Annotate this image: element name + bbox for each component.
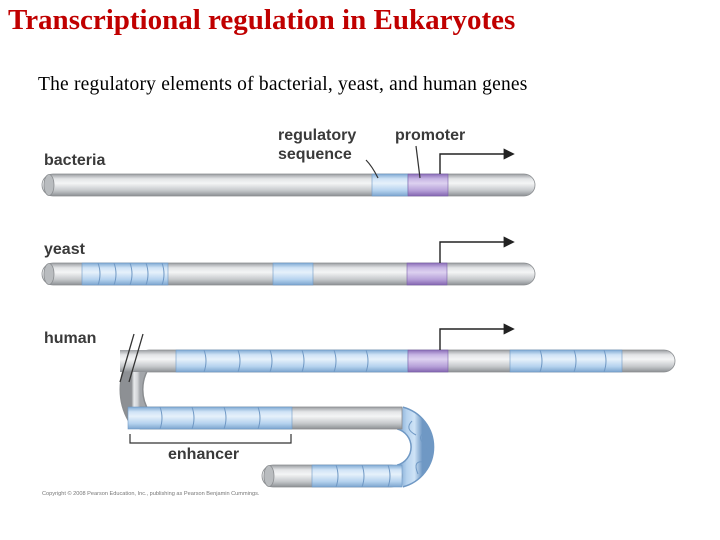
yeast-regulatory-cluster	[81, 262, 169, 286]
human-promoter	[407, 349, 449, 373]
yeast-gene-tube	[41, 262, 536, 286]
yeast-regulatory-sequence	[272, 262, 314, 286]
bacteria-transcription-arrow	[439, 148, 515, 174]
enhancer-label: enhancer	[168, 446, 239, 463]
page-title: Transcriptional regulation in Eukaryotes	[8, 4, 516, 36]
bacteria-promoter	[407, 173, 449, 197]
enhancer-bracket	[129, 434, 292, 444]
human-enhancer-segment	[127, 406, 293, 430]
human-transcription-arrow	[439, 323, 515, 350]
human-gene-tube	[119, 333, 676, 488]
yeast-transcription-arrow	[439, 236, 515, 263]
yeast-promoter	[406, 262, 448, 286]
page-subtitle: The regulatory elements of bacterial, ye…	[38, 74, 528, 95]
human-regulatory-cluster-1	[175, 349, 409, 373]
bacteria-gene-tube	[41, 173, 536, 197]
regulatory-sequence-label-line2: sequence	[278, 146, 352, 163]
human-label: human	[44, 330, 96, 347]
bacteria-label: bacteria	[44, 152, 105, 169]
sequence-break-marks	[119, 333, 144, 383]
yeast-label: yeast	[44, 241, 86, 258]
human-regulatory-cluster-3	[311, 464, 403, 488]
promoter-pointer-line	[415, 145, 421, 179]
regulatory-pointer-line	[365, 159, 379, 179]
human-regulatory-cluster-2	[509, 349, 623, 373]
regulatory-sequence-label-line1: regulatory	[278, 127, 356, 144]
copyright-notice: Copyright © 2008 Pearson Education, Inc.…	[42, 490, 260, 497]
promoter-label: promoter	[395, 127, 465, 144]
